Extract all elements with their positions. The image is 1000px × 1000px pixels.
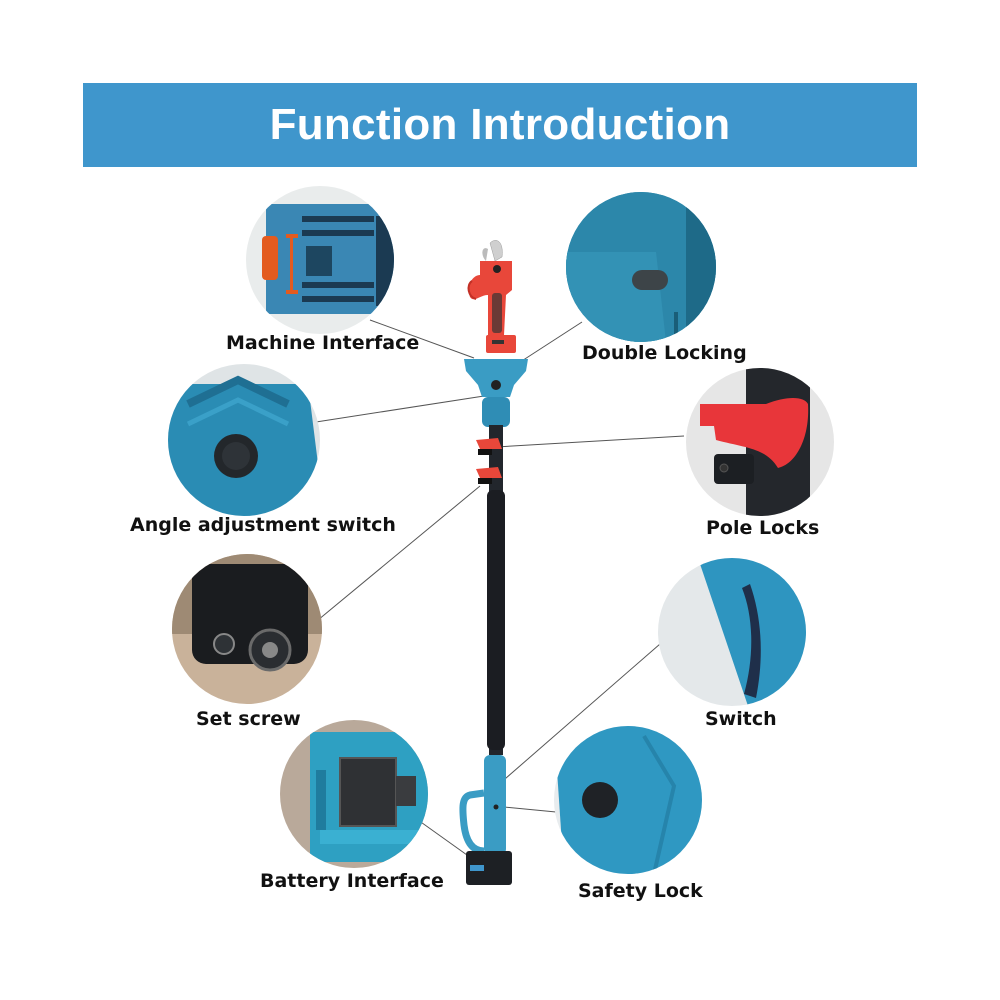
label-safety-lock: Safety Lock [578,880,703,902]
label-double-locking: Double Locking [582,342,747,364]
pole-pruner-illustration [459,240,528,885]
battery-pack [466,851,512,885]
title-banner: Function Introduction [83,83,917,167]
pole-lock-icon [700,368,810,516]
pole-locks-detail [686,368,834,516]
safety-lock-detail [554,726,702,874]
label-machine-interface: Machine Interface [226,332,420,354]
battery-interface-icon [310,732,428,862]
label-pole-locks: Pole Locks [706,517,820,539]
machine-interface-detail [246,186,394,334]
safety-lock-icon [554,726,702,874]
double-locking-detail [566,192,716,342]
label-battery-interface: Battery Interface [260,870,444,892]
switch-detail [658,558,806,706]
label-set-screw: Set screw [196,708,301,730]
connector-pole-locks [495,435,685,448]
angle-adjustment-icon [168,375,318,516]
connector-double-locking [513,321,583,367]
set-screw-detail [172,554,322,704]
pole-lock-upper [476,438,502,449]
label-switch: Switch [705,708,777,730]
angle-knob [491,380,501,390]
page-title: Function Introduction [269,100,731,149]
handle-loop [459,789,485,855]
connector-switch [489,643,661,793]
angle-adjustment-detail [168,364,320,516]
pole-lock-lower [476,467,502,478]
pruner-blade [489,240,503,262]
connector-set-screw [317,485,481,621]
switch-icon [698,558,806,706]
battery-interface-detail [280,720,428,868]
connector-battery-interface [417,819,468,856]
connector-angle-adjustment [315,395,485,423]
double-locking-icon [566,192,716,342]
connector-machine-interface [369,319,475,359]
label-angle-adjustment-switch: Angle adjustment switch [130,514,396,536]
machine-interface-icon [262,204,394,314]
set-screw-icon [172,554,322,672]
mount-head [464,359,528,397]
